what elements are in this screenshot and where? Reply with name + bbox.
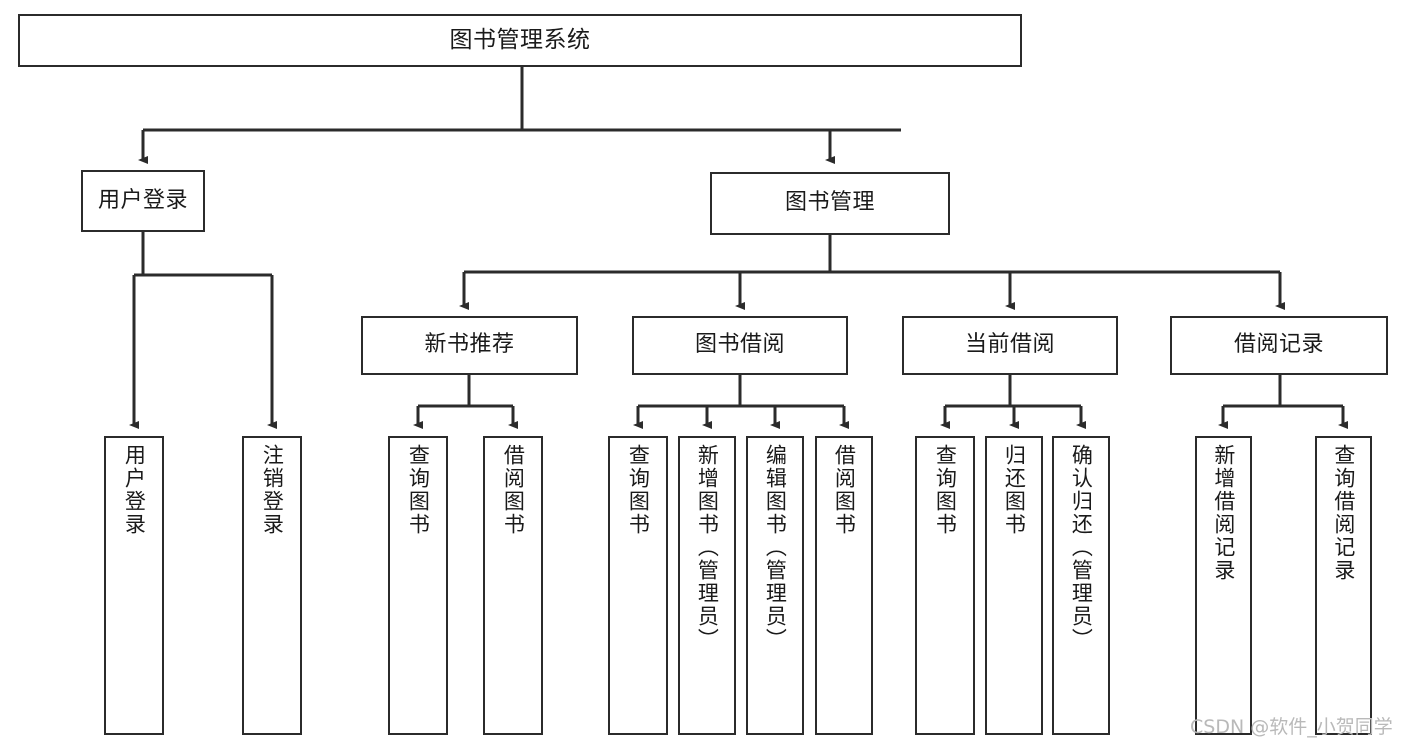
leaf-user-login[interactable]: 用户登录 [104,436,164,735]
node-label: 图书借阅 [694,332,785,358]
leaf-query-book-recommend[interactable]: 查询图书 [388,436,448,735]
node-label: 查询借阅记录 [1331,444,1356,582]
node-label: 查询图书 [626,444,651,536]
leaf-add-book-admin[interactable]: 新增图书（管理员） [678,436,736,735]
node-label: 查询图书 [933,444,958,536]
leaf-query-borrow-record[interactable]: 查询借阅记录 [1315,436,1372,735]
node-borrow-record[interactable]: 借阅记录 [1170,316,1388,375]
leaf-edit-book-admin[interactable]: 编辑图书（管理员） [746,436,804,735]
node-book-borrow[interactable]: 图书借阅 [632,316,848,375]
node-label: 查询图书 [406,444,431,536]
node-label: 图书管理系统 [449,26,591,53]
leaf-return-book[interactable]: 归还图书 [985,436,1043,735]
node-label: 借阅图书 [832,444,857,536]
node-label: 借阅记录 [1233,332,1324,358]
node-label: 用户登录 [122,444,147,536]
node-label: 用户登录 [97,187,188,213]
node-label: 新增图书（管理员） [695,444,720,651]
node-label: 图书管理 [784,190,875,216]
node-label: 确认归还（管理员） [1069,444,1094,651]
leaf-add-borrow-record[interactable]: 新增借阅记录 [1195,436,1252,735]
leaf-query-book-current[interactable]: 查询图书 [915,436,975,735]
node-label: 归还图书 [1002,444,1027,536]
node-label: 编辑图书（管理员） [763,444,788,651]
leaf-borrow-book[interactable]: 借阅图书 [815,436,873,735]
node-label: 新书推荐 [424,332,515,358]
node-label: 借阅图书 [501,444,526,536]
node-user-login[interactable]: 用户登录 [81,170,205,232]
leaf-borrow-book-recommend[interactable]: 借阅图书 [483,436,543,735]
node-book-management[interactable]: 图书管理 [710,172,950,235]
node-label: 新增借阅记录 [1211,444,1236,582]
node-current-borrow[interactable]: 当前借阅 [902,316,1118,375]
node-label: 注销登录 [260,444,285,536]
node-root-book-management-system[interactable]: 图书管理系统 [18,14,1022,67]
csdn-watermark: CSDN @软件_小贺同学 [1190,716,1393,738]
node-new-book-recommend[interactable]: 新书推荐 [361,316,578,375]
leaf-query-book-borrow[interactable]: 查询图书 [608,436,668,735]
leaf-logout[interactable]: 注销登录 [242,436,302,735]
node-label: 当前借阅 [964,332,1055,358]
leaf-confirm-return-admin[interactable]: 确认归还（管理员） [1052,436,1110,735]
